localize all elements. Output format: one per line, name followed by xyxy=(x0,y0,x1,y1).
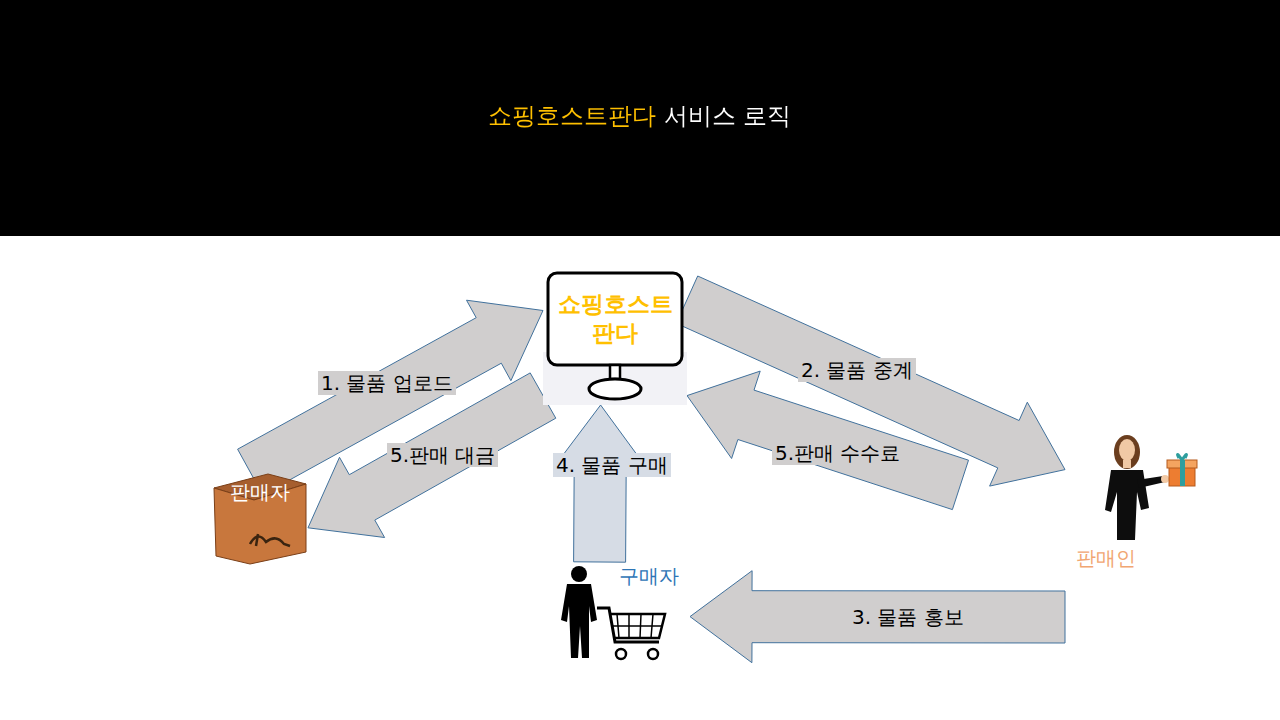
arrow-label: 5.판매 수수료 xyxy=(772,441,903,465)
arrow-label: 2. 물품 중계 xyxy=(798,358,916,382)
arrow-label: 4. 물품 구매 xyxy=(553,453,671,477)
block-arrow xyxy=(308,373,556,538)
node-label: 구매자 xyxy=(611,564,687,588)
node-label: 판매인 xyxy=(1065,546,1147,570)
block-arrow xyxy=(687,371,969,510)
node-label: 쇼핑호스트 판다 xyxy=(548,273,682,365)
host-figure: 판매인 xyxy=(1065,430,1200,650)
arrow-label: 5.판매 대금 xyxy=(387,443,498,467)
woman-illustration xyxy=(1065,430,1200,650)
buyer-figure: 구매자 xyxy=(553,562,690,665)
arrow-label: 3. 물품 홍보 xyxy=(849,605,967,629)
monitor-node: 쇼핑호스트 판다 xyxy=(543,270,687,405)
block-arrow xyxy=(690,571,1065,663)
block-arrow xyxy=(554,405,646,562)
node-label: 판매자 xyxy=(214,480,306,504)
arrow-label: 1. 물품 업로드 xyxy=(318,371,456,395)
seller-box: 판매자 xyxy=(210,472,308,565)
diagram-title: 쇼핑호스트판다 서비스 로직 xyxy=(488,101,791,132)
